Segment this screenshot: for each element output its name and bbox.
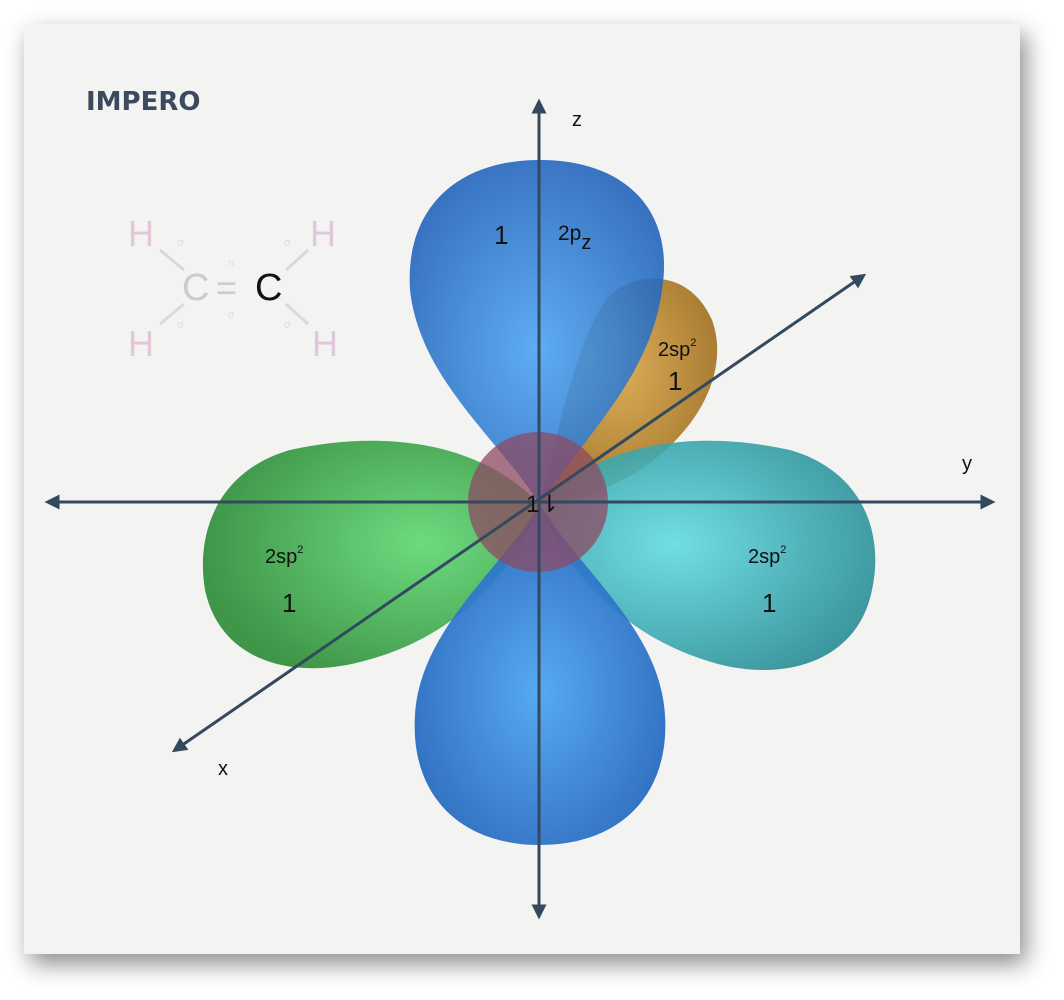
sigma-label: σ (177, 319, 184, 331)
hydrogen-bottom-left: H (128, 323, 154, 364)
sp2-right-superscript: 2 (780, 544, 786, 556)
bond-line (159, 248, 185, 272)
pz-orbital-name: 2p (558, 222, 581, 245)
hydrogen-top-left: H (128, 213, 154, 254)
sp2-left-electron-count: 1 (282, 588, 296, 618)
ethene-molecule: H H H H C = C σ σ σ σ π σ (128, 213, 338, 364)
sigma-label: σ (177, 237, 184, 249)
pz-electron-count: 1 (494, 220, 508, 250)
carbon-right: C (255, 267, 282, 309)
hydrogen-top-right: H (310, 213, 336, 254)
carbon-left: C (182, 267, 209, 309)
pz-orbital-subscript: z (581, 232, 591, 254)
sp2-left-name: 2sp (265, 546, 297, 568)
axes (44, 98, 996, 920)
sigma-label: σ (228, 310, 235, 321)
sigma-label: σ (284, 319, 291, 331)
sp2-right-electron-count: 1 (762, 588, 776, 618)
sp2-back-orbital-label: 2sp2 (658, 337, 696, 361)
pi-label: π (228, 258, 235, 269)
z-axis-label: z (572, 109, 582, 131)
sp2-left-orbital-label: 2sp2 (265, 544, 303, 568)
hydrogen-bottom-right: H (312, 323, 338, 364)
sp2-left-superscript: 2 (297, 544, 303, 556)
sigma-label: σ (284, 237, 291, 249)
x-axis-label: x (218, 758, 228, 780)
bond-line (284, 248, 310, 272)
sp2-right-name: 2sp (748, 546, 780, 568)
sp2-right-orbital-label: 2sp2 (748, 544, 786, 568)
y-axis-label: y (962, 453, 972, 475)
core-electron-pair: 1⇂ (526, 491, 559, 518)
brand-logo: IMPERO (86, 87, 201, 117)
double-bond: = (216, 267, 237, 308)
sp2-back-superscript: 2 (690, 337, 696, 349)
sp2-back-electron-count: 1 (668, 366, 682, 396)
x-axis (171, 273, 867, 753)
pz-orbital-label: 2pz (558, 222, 591, 254)
sp2-back-name: 2sp (658, 339, 690, 361)
